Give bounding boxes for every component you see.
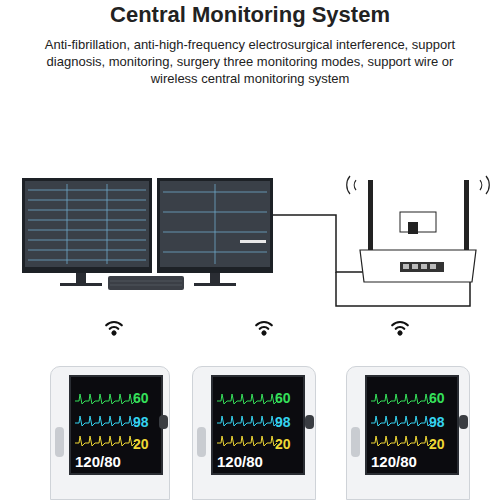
title: Central Monitoring System: [0, 2, 500, 28]
patient-monitor: 60 98 20 120/80: [192, 366, 316, 500]
central-screen: [157, 178, 273, 273]
screen-grid: [28, 184, 146, 264]
screen-area: [25, 181, 149, 267]
vital-value: 60: [429, 391, 445, 405]
vital-value: 20: [429, 437, 445, 451]
side-buttons: [55, 427, 64, 457]
vital-value: 98: [429, 415, 445, 429]
vital-value: 120/80: [217, 454, 263, 469]
vital-value: 120/80: [75, 454, 121, 469]
side-buttons: [197, 427, 206, 457]
vital-value: 20: [133, 437, 149, 451]
vital-value: 20: [275, 437, 291, 451]
vital-value: 120/80: [371, 454, 417, 469]
side-buttons: [351, 427, 360, 457]
control-knob: [159, 415, 168, 429]
vital-value: 60: [275, 391, 291, 405]
router: [360, 250, 476, 282]
patient-monitor: 60 98 20 120/80: [50, 366, 170, 500]
control-knob: [459, 415, 468, 429]
wifi-icon: [105, 317, 409, 335]
network-cable: [273, 215, 372, 272]
vital-value: 60: [133, 391, 149, 405]
caption: Anti-fibrillation, anti-high-frequency e…: [40, 36, 460, 87]
vital-value: 98: [133, 415, 149, 429]
patient-monitor: 60 98 20 120/80: [346, 366, 470, 500]
keyboard: [108, 276, 184, 290]
vital-value: 98: [275, 415, 291, 429]
central-screen: [22, 178, 152, 273]
control-knob: [305, 415, 314, 429]
